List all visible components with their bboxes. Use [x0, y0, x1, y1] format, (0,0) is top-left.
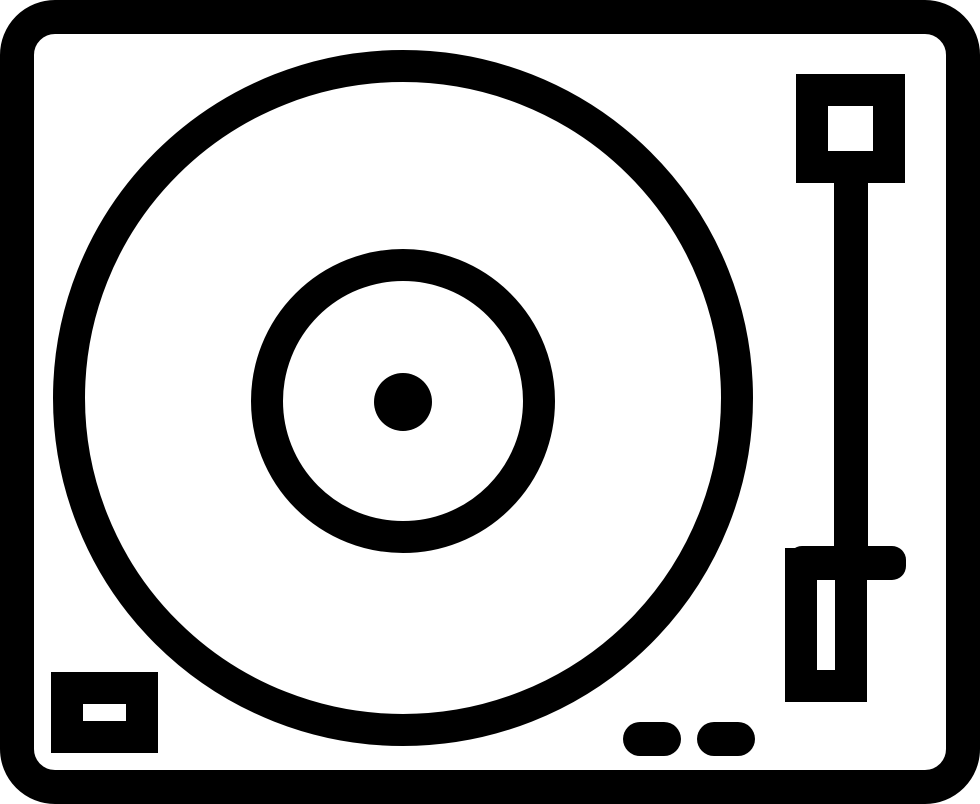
vinyl-record-outline	[53, 50, 753, 746]
control-button-left	[51, 672, 158, 753]
record-label-ring	[251, 249, 555, 553]
tonearm-headshell	[785, 548, 867, 702]
speed-button-2	[697, 722, 755, 756]
spindle-dot	[374, 373, 432, 431]
speed-button-1	[623, 722, 681, 756]
tonearm-rod	[834, 166, 868, 566]
tonearm-pivot	[796, 74, 905, 183]
